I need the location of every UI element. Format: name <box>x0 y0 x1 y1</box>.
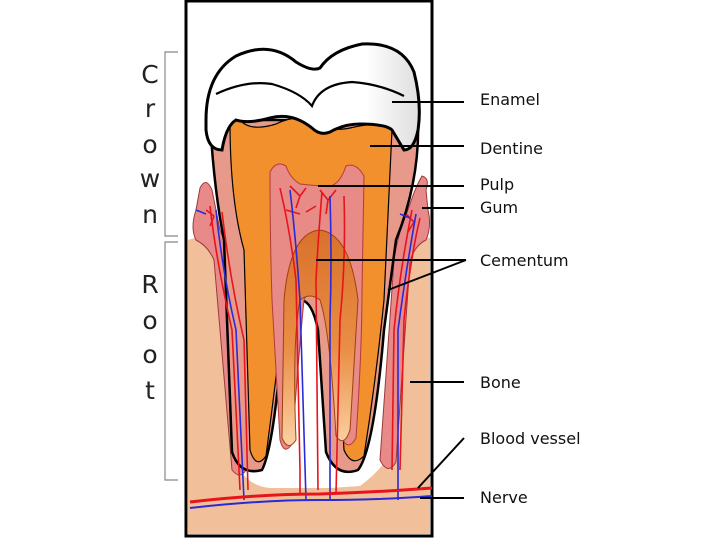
enamel-groove <box>215 80 405 109</box>
root-letter: t <box>145 376 155 405</box>
label-blood-vessel: Blood vessel <box>480 429 581 448</box>
label-enamel: Enamel <box>480 90 540 109</box>
crown-letter: n <box>142 200 158 229</box>
crown-letter: w <box>139 164 161 193</box>
crown-bracket <box>164 51 178 237</box>
enamel-cap <box>204 42 421 152</box>
label-bone: Bone <box>480 373 521 392</box>
blood-vessel-network <box>205 185 421 495</box>
blood-vessel-main <box>189 486 433 504</box>
label-leaders <box>316 101 467 499</box>
crown-letter: C <box>141 60 159 89</box>
label-cementum: Cementum <box>480 251 569 270</box>
leader-cementum-b <box>387 259 467 291</box>
label-gum: Gum <box>480 198 519 217</box>
label-dentine: Dentine <box>480 139 544 158</box>
root-bracket <box>164 241 178 481</box>
root-letter: o <box>142 306 158 335</box>
crown-letter: o <box>142 130 158 159</box>
root-letter: R <box>141 270 159 299</box>
leader-blood-vessel <box>417 437 465 489</box>
crown-letter: r <box>144 94 156 123</box>
root-letter: o <box>142 340 158 369</box>
nerve-main <box>189 495 433 509</box>
label-pulp: Pulp <box>480 175 515 194</box>
label-nerve: Nerve <box>480 488 528 507</box>
nerve-network <box>195 189 417 501</box>
